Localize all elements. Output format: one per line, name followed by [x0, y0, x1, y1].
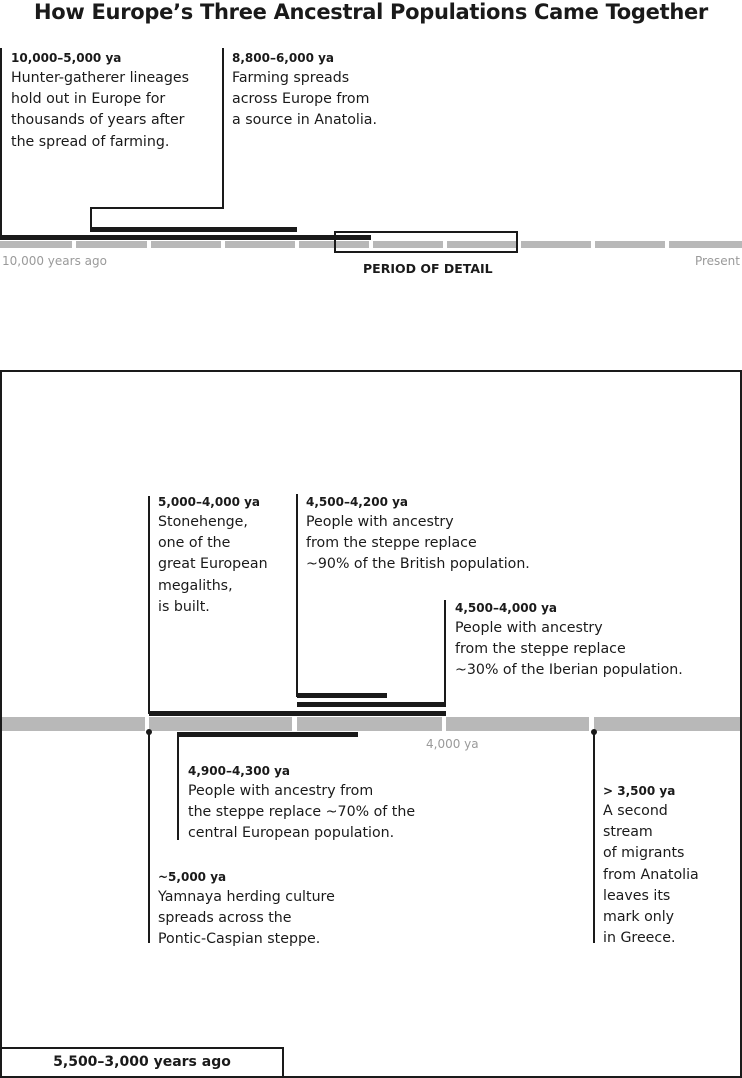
- axis-start-label: 10,000 years ago: [2, 254, 107, 268]
- event-date: 5,000–4,000 ya: [158, 495, 261, 509]
- event-text-line: central European population.: [188, 825, 395, 842]
- event-text-line: Stonehenge,: [158, 514, 248, 530]
- event-text-line: stream: [603, 824, 653, 841]
- yamnaya-event: ~5,000 ya Yamnaya herding culture spread…: [158, 867, 378, 951]
- event-text-line: from Anatolia: [603, 866, 699, 883]
- detail-range-label: 5,500–3,000 years ago: [53, 1054, 231, 1070]
- event-text-line: is built.: [158, 598, 210, 615]
- event-text-line: in Greece.: [603, 930, 676, 947]
- axis-segment: [225, 241, 295, 248]
- event-text-line: megaliths,: [158, 577, 233, 594]
- event-date: 4,500–4,000 ya: [455, 601, 558, 615]
- event-text-line: hold out in Europe for: [11, 91, 166, 108]
- event-text-line: People with ancestry: [455, 620, 603, 636]
- period-of-detail-label: PERIOD OF DETAIL: [363, 261, 493, 276]
- axis-segment: [76, 241, 147, 248]
- event-text-line: one of the: [158, 535, 231, 552]
- farming-bracket-left: [90, 207, 92, 229]
- event-text-line: Pontic-Caspian steppe.: [158, 931, 321, 948]
- event-text-line: leaves its: [603, 887, 671, 904]
- detail-panel-frame: [0, 370, 742, 1078]
- event-text-line: of migrants: [603, 845, 685, 862]
- axis-segment: [595, 241, 665, 248]
- iberian-leader-line: [444, 600, 446, 706]
- event-date: 4,900–4,300 ya: [188, 764, 291, 778]
- event-text-line: from the steppe replace: [306, 535, 477, 552]
- event-text-line: A second: [603, 803, 668, 819]
- event-text-line: spreads across the: [158, 910, 292, 927]
- detail-range-label-box: 5,500–3,000 years ago: [0, 1047, 284, 1078]
- tick-label-4000: 4,000 ya: [426, 737, 479, 751]
- axis-segment: [151, 241, 221, 248]
- iberian-span-bar: [297, 702, 446, 707]
- diagram-title: How Europe’s Three Ancestral Populations…: [34, 0, 708, 24]
- hunter-gatherer-span-bar: [0, 235, 371, 240]
- event-text-line: ~90% of the British population.: [306, 556, 530, 573]
- central-european-leader-line: [177, 732, 179, 840]
- event-text-line: great European: [158, 556, 268, 573]
- hunter-gatherer-event: 10,000–5,000 ya Hunter-gatherer lineages…: [11, 48, 216, 153]
- central-european-event: 4,900–4,300 ya People with ancestry from…: [188, 761, 448, 845]
- axis-segment: [521, 241, 591, 248]
- event-text-line: across Europe from: [232, 91, 370, 108]
- british-leader-line: [296, 494, 298, 697]
- axis-segment: [2, 717, 145, 731]
- central-european-span-bar: [178, 732, 358, 737]
- event-text-line: People with ancestry from: [188, 783, 374, 799]
- axis-segment: [0, 241, 72, 248]
- event-date: 8,800–6,000 ya: [232, 51, 335, 65]
- event-text-line: the steppe replace ~70% of the: [188, 804, 416, 821]
- event-date: > 3,500 ya: [603, 784, 676, 798]
- british-event: 4,500–4,200 ya People with ancestry from…: [306, 492, 566, 576]
- farming-bracket-top: [90, 207, 224, 209]
- stonehenge-leader-line: [148, 496, 150, 714]
- event-text-line: mark only: [603, 909, 675, 926]
- axis-end-label: Present: [694, 254, 740, 268]
- axis-segment: [297, 717, 442, 731]
- axis-segment: [373, 241, 443, 248]
- event-text-line: a source in Anatolia.: [232, 112, 377, 129]
- anatolia-event: > 3,500 ya A second stream of migrants f…: [603, 781, 733, 949]
- british-span-bar: [297, 693, 387, 698]
- axis-segment: [447, 241, 517, 248]
- farming-span-bar: [90, 227, 297, 232]
- axis-segment: [669, 241, 742, 248]
- event-text-line: Farming spreads: [232, 70, 350, 86]
- stonehenge-span-bar: [149, 711, 446, 716]
- event-date: ~5,000 ya: [158, 870, 227, 884]
- farming-event: 8,800–6,000 ya Farming spreads across Eu…: [232, 48, 432, 132]
- axis-segment: [149, 717, 292, 731]
- event-text-line: ~30% of the Iberian population.: [455, 662, 683, 679]
- event-text-line: People with ancestry: [306, 514, 454, 530]
- event-date: 10,000–5,000 ya: [11, 51, 122, 65]
- event-text-line: Hunter-gatherer lineages: [11, 70, 189, 86]
- event-text-line: the spread of farming.: [11, 133, 170, 150]
- event-text-line: thousands of years after: [11, 112, 185, 129]
- anatolia-leader-line: [593, 731, 595, 943]
- event-date: 4,500–4,200 ya: [306, 495, 409, 509]
- period-of-detail-frame: [334, 231, 518, 253]
- iberian-event: 4,500–4,000 ya People with ancestry from…: [455, 598, 715, 682]
- axis-segment: [594, 717, 740, 731]
- event-text-line: from the steppe replace: [455, 641, 626, 658]
- stonehenge-event: 5,000–4,000 ya Stonehenge, one of the gr…: [158, 492, 288, 618]
- yamnaya-leader-line: [148, 731, 150, 943]
- farming-leader-line: [222, 48, 224, 209]
- hunter-gatherer-leader-line: [0, 48, 2, 240]
- axis-segment: [446, 717, 589, 731]
- event-text-line: Yamnaya herding culture: [158, 889, 335, 905]
